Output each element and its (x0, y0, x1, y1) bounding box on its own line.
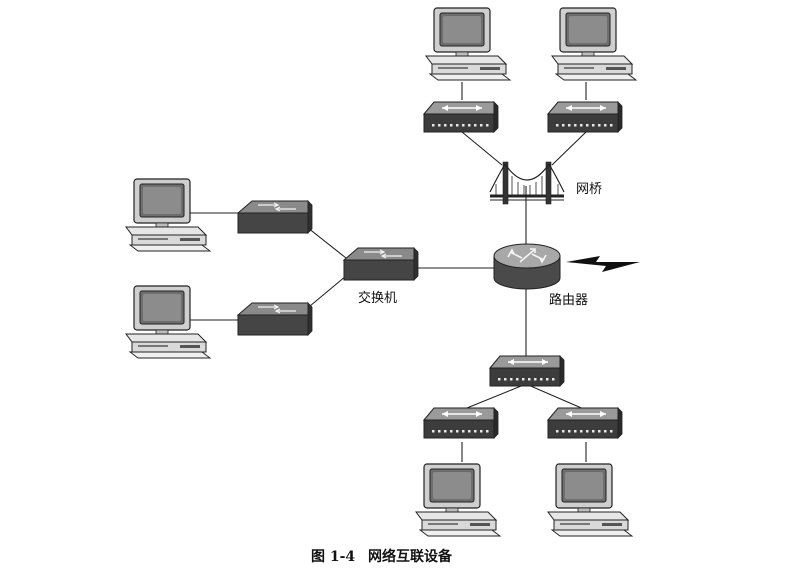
desktop-computer-icon (125, 178, 211, 252)
router-label: 路由器 (549, 292, 588, 308)
bridge-icon (489, 161, 565, 205)
hub-icon (423, 407, 499, 439)
hub-icon (423, 101, 499, 133)
switch-icon (237, 302, 313, 336)
hub-icon (547, 407, 623, 439)
hub-icon (547, 101, 623, 133)
switch-icon (237, 200, 313, 234)
desktop-computer-icon (415, 463, 501, 537)
lightning-bolt-icon (566, 256, 640, 272)
router-icon (493, 243, 561, 290)
desktop-computer-icon (551, 7, 637, 81)
figure-number: 图 1-4 (311, 549, 355, 565)
hub-icon (489, 355, 565, 387)
desktop-computer-icon (425, 7, 511, 81)
switch-icon (343, 247, 419, 281)
figure-caption: 图 1-4 网络互联设备 (311, 548, 453, 565)
switch-label: 交换机 (358, 290, 397, 306)
bridge-label: 网桥 (576, 182, 602, 197)
desktop-computer-icon (125, 285, 211, 359)
figure-title: 网络互联设备 (368, 548, 453, 565)
desktop-computer-icon (547, 463, 633, 537)
